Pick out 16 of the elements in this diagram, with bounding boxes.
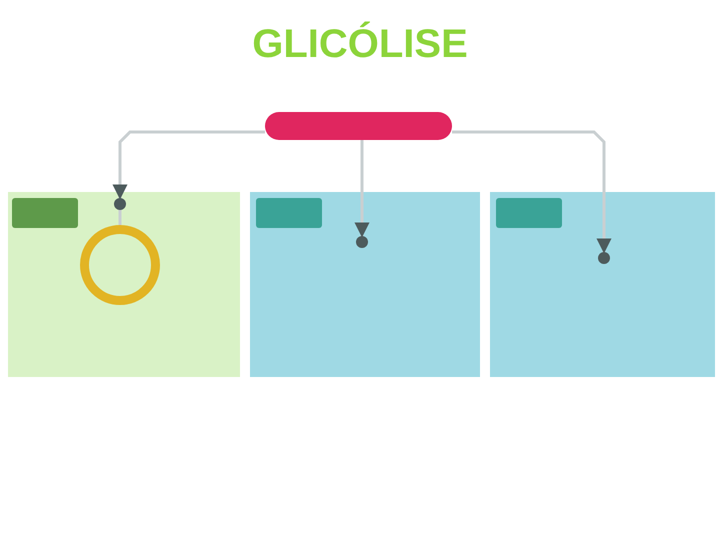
header-tag [256,198,322,228]
junction-dot [598,252,610,264]
header-tag [12,198,78,228]
connector-line [452,130,612,254]
process-box [265,112,452,140]
connector-line [118,210,122,225]
cycle-ring [80,225,160,305]
junction-dot [114,198,126,210]
panel [8,192,240,377]
connector-line [354,140,370,238]
panel [490,192,715,377]
connector-line [112,130,265,200]
panel [250,192,480,377]
header-tag [496,198,562,228]
title: GLICÓLISE [251,22,469,67]
junction-dot [356,236,368,248]
